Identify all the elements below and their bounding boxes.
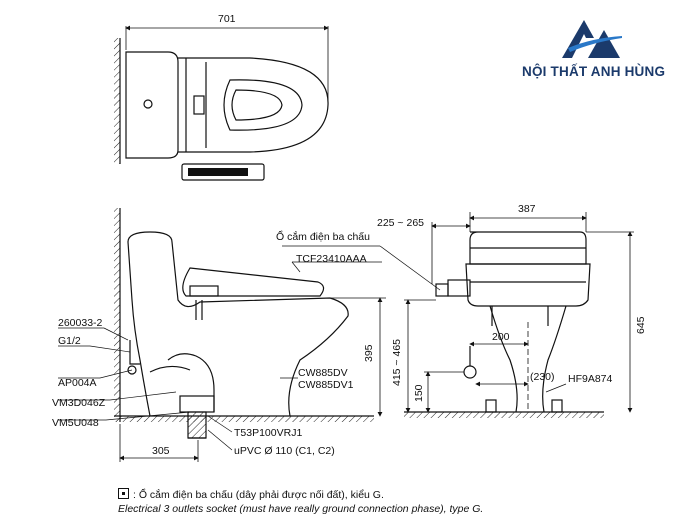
side-view — [114, 208, 386, 462]
dim-height-seat: 395 — [363, 344, 375, 362]
label-seat-model: TCF23410AAA — [296, 253, 367, 265]
dim-rough-in-side: (230) — [530, 371, 555, 383]
top-view — [114, 25, 329, 181]
front-leaders — [282, 245, 567, 393]
dim-top-width: 701 — [218, 13, 236, 25]
dim-supply-height: 415 ~ 465 — [391, 339, 403, 386]
socket-symbol-icon — [118, 488, 129, 499]
footnote: : Ổ cắm điện ba chấu (dây phải được nối … — [118, 488, 678, 516]
label-260033: 260033-2 — [58, 317, 103, 329]
label-ap004a: AP004A — [58, 377, 97, 389]
footnote-vi-line: : Ổ cắm điện ba chấu (dây phải được nối … — [118, 488, 678, 502]
front-view — [404, 212, 634, 418]
label-g12: G1/2 — [58, 335, 81, 347]
label-cw885dv: CW885DV — [298, 367, 348, 379]
footnote-en: Electrical 3 outlets socket (must have r… — [118, 503, 484, 515]
dim-outlet-range: 225 ~ 265 — [377, 217, 424, 229]
label-vm5u: VM5U048 — [52, 417, 99, 429]
label-outlet-socket: Ổ cắm điện ba chấu — [276, 230, 370, 243]
dim-supply-offset: 200 — [492, 331, 510, 343]
dim-height-total: 645 — [635, 316, 647, 334]
label-vm3d: VM3D046Z — [52, 397, 106, 409]
footnote-vi: Ổ cắm điện ba chấu (dây phải được nối đấ… — [138, 489, 384, 501]
label-hf9a: HF9A874 — [568, 373, 613, 385]
dim-pipe-height: 150 — [413, 384, 425, 402]
label-t53p: T53P100VRJ1 — [234, 427, 302, 439]
side-leaders — [58, 261, 382, 451]
dim-rough-in: 305 — [152, 445, 170, 457]
brand-name: NỘI THẤT ANH HÙNG — [522, 64, 666, 79]
label-cw885dv1: CW885DV1 — [298, 379, 354, 391]
label-upvc: uPVC Ø 110 (C1, C2) — [234, 445, 335, 457]
dim-side-width: 387 — [518, 203, 536, 215]
mountain-logo-icon — [562, 20, 622, 58]
